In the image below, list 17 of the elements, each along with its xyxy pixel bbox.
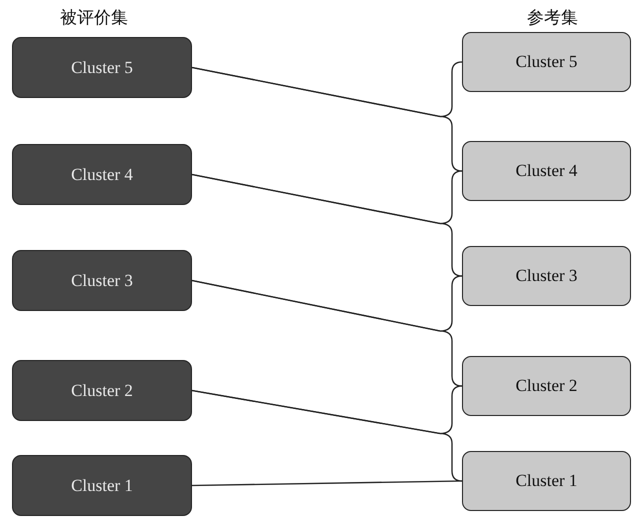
- cluster-box: Cluster 4: [12, 144, 192, 205]
- cluster-box: Cluster 5: [462, 32, 631, 92]
- cluster-box: Cluster 2: [462, 356, 631, 416]
- connector-line: [192, 480, 462, 486]
- cluster-box: Cluster 3: [462, 246, 631, 306]
- column-heading: 被评价集: [60, 7, 128, 29]
- cluster-box: Cluster 1: [462, 451, 631, 511]
- cluster-box: Cluster 3: [12, 250, 192, 311]
- connector-line: [192, 66, 462, 172]
- cluster-box: Cluster 2: [12, 360, 192, 421]
- column-heading: 参考集: [527, 7, 578, 29]
- connector-line: [192, 174, 462, 277]
- cluster-box: Cluster 4: [462, 141, 631, 201]
- connector-line: [192, 390, 462, 482]
- cluster-box: Cluster 1: [12, 455, 192, 516]
- cluster-box: Cluster 5: [12, 37, 192, 98]
- connector-line: [192, 280, 462, 387]
